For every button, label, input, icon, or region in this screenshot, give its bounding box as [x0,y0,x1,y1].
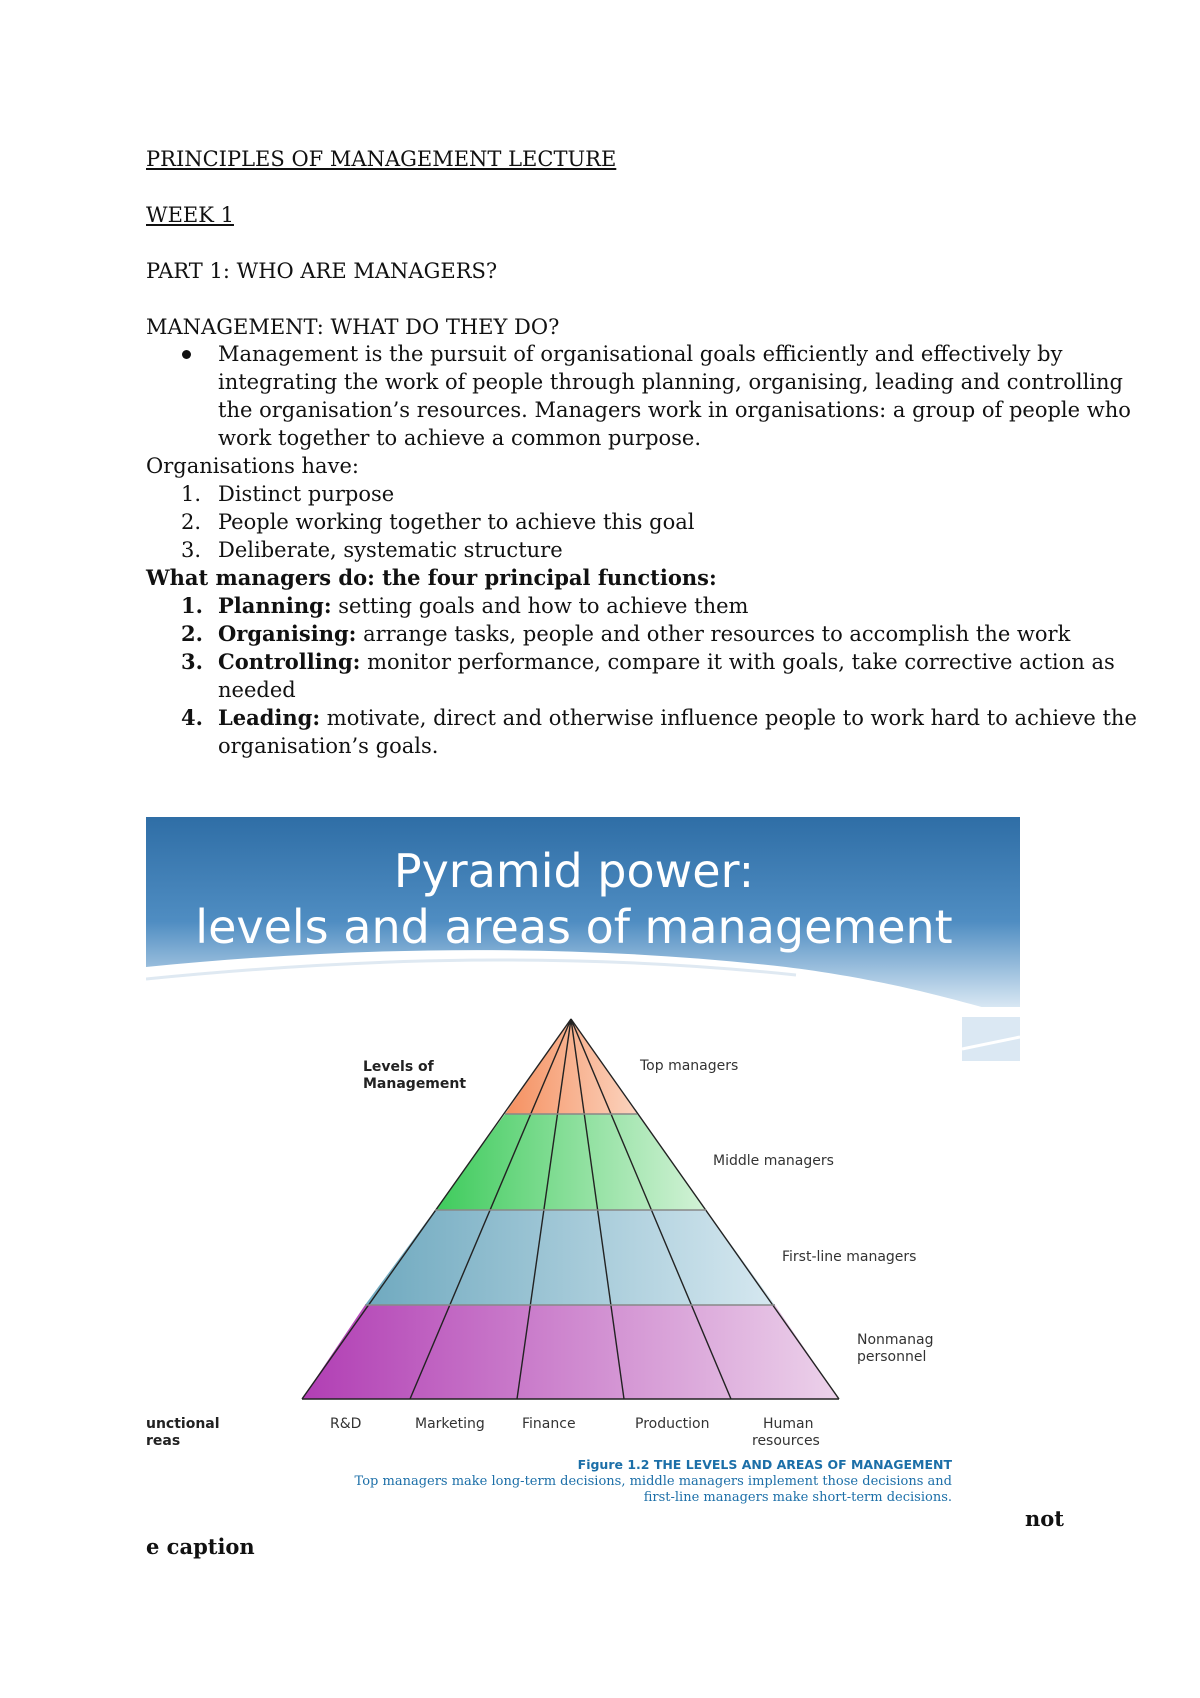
levels-label-line2: Management [363,1076,466,1092]
function-number: 4. [181,705,203,730]
functions-heading: What managers do: the four principal fun… [146,565,717,590]
bullet-line: work together to achieve a common purpos… [218,426,702,450]
trailing-text-right: not [1025,1506,1064,1531]
function-number: 3. [181,649,203,674]
function-term: Controlling: [218,649,361,674]
function-desc: setting goals and how to achieve them [338,594,749,618]
bullet-dot [182,350,191,359]
function-item: Leading: motivate, direct and otherwise … [218,704,1137,732]
org-item-text: Distinct purpose [218,482,395,506]
function-desc: arrange tasks, people and other resource… [363,622,1071,646]
doc-title: PRINCIPLES OF MANAGEMENT LECTURE [146,147,617,171]
function-item: Organising: arrange tasks, people and ot… [218,620,1070,648]
org-item-number: 3. [181,538,202,562]
pyramid-dividers [301,1018,840,1400]
function-number: 1. [181,593,203,618]
function-desc: motivate, direct and otherwise influence… [326,706,1137,730]
functional-label-line1: unctional [146,1416,220,1432]
function-item: Planning: setting goals and how to achie… [218,592,748,620]
figure-caption-title: Figure 1.2 THE LEVELS AND AREAS OF MANAG… [578,1457,953,1472]
function-desc-continued: needed [218,678,296,702]
level-label-top: Top managers [639,1058,738,1074]
pyramid-figure: Pyramid power: levels and areas of manag… [146,817,1020,1507]
bullet-line: Management is the pursuit of organisatio… [218,342,1063,366]
area-label: R&D [330,1416,361,1432]
band-top-managers [505,1019,637,1114]
banner-title-line2: levels and areas of management [195,900,952,954]
function-term: Planning: [218,593,332,618]
org-item-number: 1. [181,482,202,506]
band-nonmanagerial [302,1305,839,1399]
banner-wave [146,950,1020,1057]
levels-label-line1: Levels of [363,1059,435,1075]
area-label: resources [752,1433,820,1449]
function-desc: monitor performance, compare it with goa… [367,650,1115,674]
function-desc-continued: organisation’s goals. [218,734,439,758]
bullet-line: the organisation’s resources. Managers w… [218,398,1131,422]
org-item-text: People working together to achieve this … [218,510,695,534]
area-label: Human [763,1416,814,1432]
part-heading: PART 1: WHO ARE MANAGERS? [146,259,498,283]
figure-caption-line1: Top managers make long-term decisions, m… [355,1474,952,1489]
bullet-line: integrating the work of people through p… [218,370,1123,394]
trailing-text-left: e caption [146,1534,255,1559]
function-term: Organising: [218,621,357,646]
org-item-number: 2. [181,510,202,534]
level-label-first-line: First-line managers [782,1249,916,1265]
banner-title-line1: Pyramid power: [394,844,754,898]
org-intro: Organisations have: [146,454,359,478]
level-label-nonmanag: Nonmanag [857,1332,933,1348]
functional-label-line2: reas [146,1433,180,1449]
section-heading: MANAGEMENT: WHAT DO THEY DO? [146,315,560,339]
function-item: Controlling: monitor performance, compar… [218,648,1115,676]
level-label-middle: Middle managers [713,1153,834,1169]
figure-caption-line2: first-line managers make short-term deci… [644,1490,952,1505]
org-item-text: Deliberate, systematic structure [218,538,563,562]
function-number: 2. [181,621,203,646]
band-first-line-managers [365,1210,775,1305]
area-label: Production [635,1416,709,1432]
week-label: WEEK 1 [146,203,234,227]
area-label: Finance [522,1416,576,1432]
level-label-personnel: personnel [857,1349,926,1365]
area-label: Marketing [415,1416,485,1432]
function-term: Leading: [218,705,321,730]
band-middle-managers [435,1114,706,1210]
